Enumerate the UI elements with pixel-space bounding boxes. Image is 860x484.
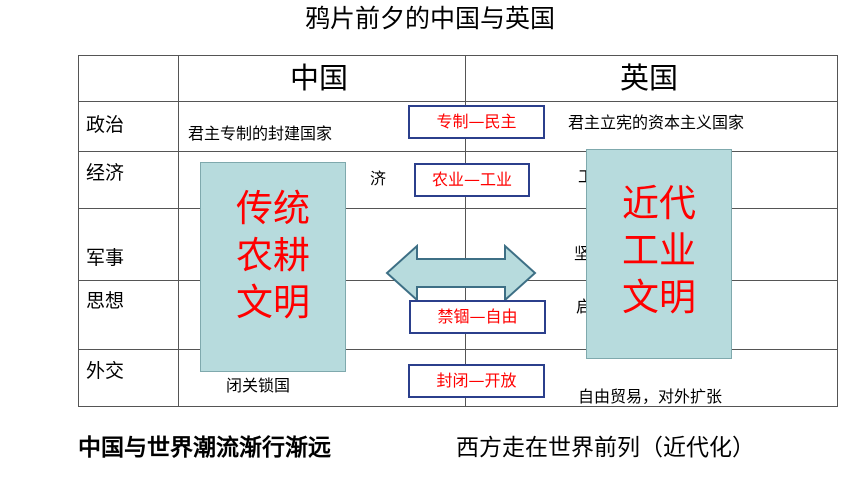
double-arrow-icon	[385, 244, 537, 302]
cell-china-politics: 君主专制的封建国家	[188, 124, 333, 143]
transition-politics: 专制—民主	[408, 105, 545, 139]
card-china-line: 农耕	[236, 234, 310, 277]
comparison-table	[78, 55, 838, 407]
header-britain: 英国	[620, 61, 679, 95]
cell-china-economy: 济	[370, 169, 387, 188]
transition-diplomacy: 封闭—开放	[408, 364, 545, 398]
table-divider-mid	[465, 55, 466, 407]
transition-thought: 禁锢—自由	[409, 300, 546, 334]
cell-china-diplomacy: 闭关锁国	[226, 376, 291, 395]
cell-britain-diplomacy: 自由贸易，对外扩张	[578, 387, 723, 406]
row-label-economy: 经济	[86, 162, 125, 184]
card-china-line: 传统	[236, 187, 310, 230]
table-rule	[78, 208, 838, 209]
card-britain-line: 工业	[622, 229, 696, 272]
table-rule	[78, 349, 838, 350]
card-britain-line: 近代	[622, 182, 696, 225]
page-title: 鸦片前夕的中国与英国	[304, 4, 555, 33]
cell-britain-politics: 君主立宪的资本主义国家	[568, 113, 745, 132]
table-rule	[78, 151, 838, 152]
row-label-politics: 政治	[86, 114, 125, 136]
row-label-military: 军事	[86, 247, 125, 269]
table-divider-label-col	[178, 55, 179, 407]
card-china-line: 文明	[236, 281, 310, 324]
card-china-civilization: 传统 农耕 文明	[200, 162, 346, 372]
transition-economy: 农业—工业	[414, 163, 530, 197]
card-britain-civilization: 近代 工业 文明	[586, 149, 732, 359]
table-rule	[78, 101, 838, 102]
row-label-thought: 思想	[86, 290, 125, 312]
header-china: 中国	[290, 61, 349, 95]
row-label-diplomacy: 外交	[86, 360, 125, 382]
footer-west-conclusion: 西方走在世界前列（近代化）	[456, 435, 755, 461]
footer-china-conclusion: 中国与世界潮流渐行渐远	[78, 435, 331, 461]
card-britain-line: 文明	[622, 276, 696, 319]
